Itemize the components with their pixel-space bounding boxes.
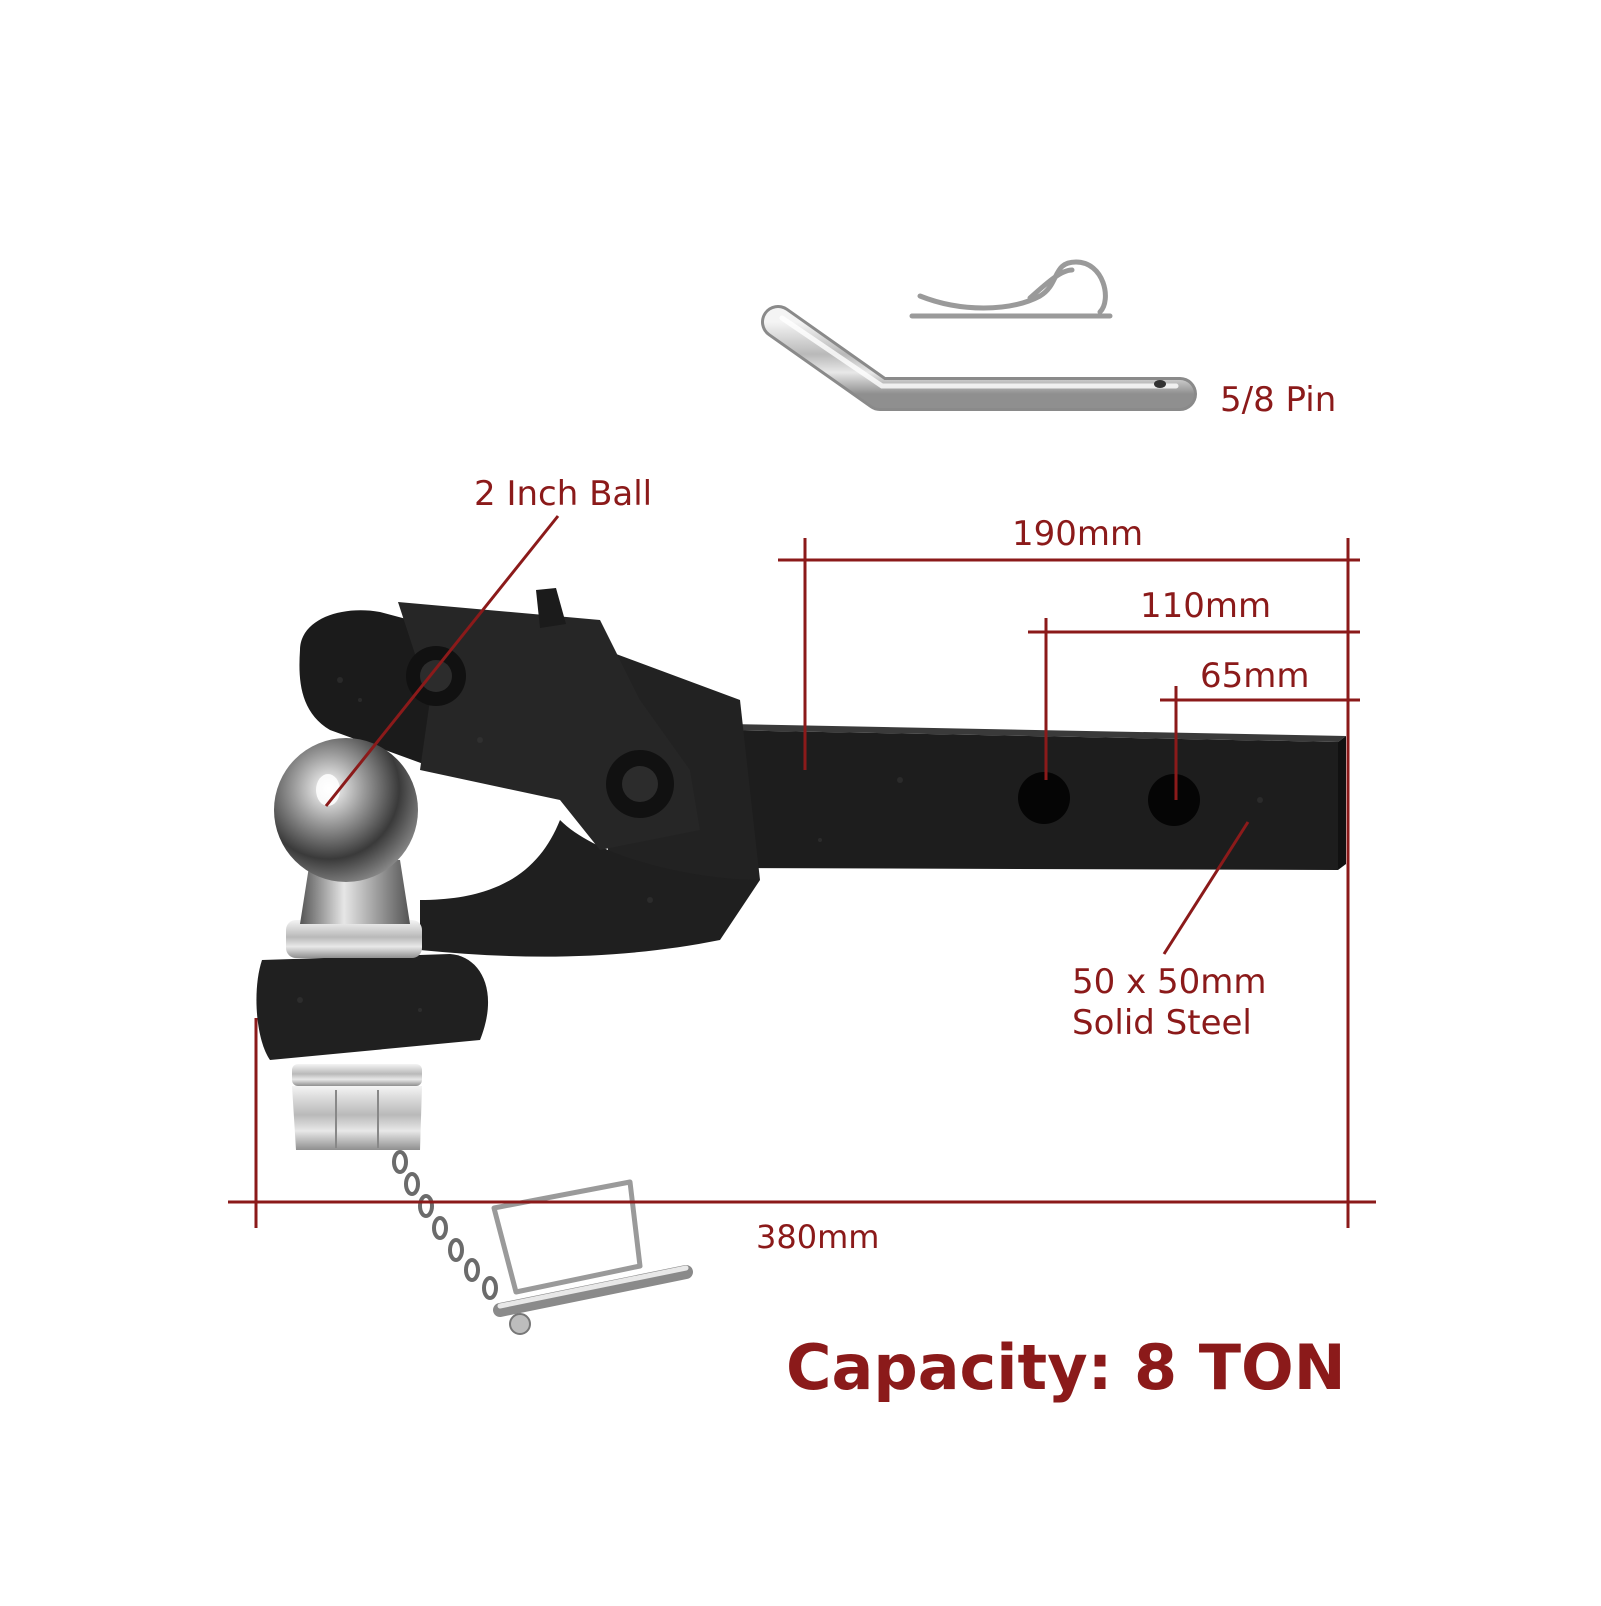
- dimension-380-label: 380mm: [756, 1218, 880, 1256]
- steel-spec-line2: Solid Steel: [1072, 1002, 1252, 1043]
- hitch-ball-icon: [274, 738, 422, 958]
- ball-label: 2 Inch Ball: [474, 474, 653, 514]
- steel-leader-line: [1162, 821, 1250, 955]
- steel-spec-label: 50 x 50mm Solid Steel: [1072, 962, 1267, 1044]
- capacity-label: Capacity: 8 TON: [786, 1331, 1346, 1404]
- dimension-190-label: 190mm: [1012, 514, 1144, 554]
- steel-spec-line1: 50 x 50mm: [1072, 962, 1267, 1002]
- hex-nut-icon: [292, 1064, 422, 1150]
- dimension-110-label: 110mm: [1140, 586, 1272, 626]
- dimension-lines: [228, 515, 1376, 1228]
- lock-pin-icon: [491, 1179, 693, 1335]
- dimension-65-label: 65mm: [1200, 656, 1310, 696]
- r-clip-icon: [909, 259, 1113, 319]
- pin-label: 5/8 Pin: [1220, 380, 1337, 420]
- hitch-pin-icon: [761, 305, 1197, 411]
- ball-leader-line: [324, 515, 560, 807]
- chain-icon: [392, 1150, 498, 1300]
- pintle-hitch-icon: [256, 588, 1346, 1060]
